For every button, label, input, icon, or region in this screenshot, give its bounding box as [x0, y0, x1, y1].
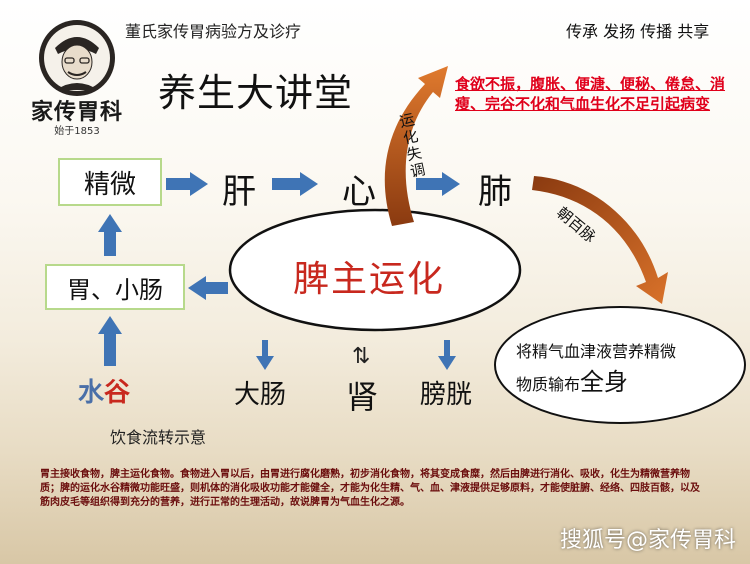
symptoms-text: 食欲不振，腹胀、便溏、便秘、倦怠、消瘦、完谷不化和气血生化不足引起病变 [455, 75, 726, 113]
jingwei-label: 精微 [83, 169, 136, 200]
swoosh-yunhua-shitiao [384, 66, 448, 226]
main-title: 养生大讲堂 [158, 71, 354, 115]
shen-label: 肾 [346, 378, 379, 416]
arrow-down-dachang [256, 340, 274, 370]
slogan: 传承 发扬 传播 共享 [566, 22, 710, 41]
whole-body-emphasis: 全身 [580, 368, 629, 396]
whole-body-line2: 物质输布全身 [516, 362, 628, 397]
logo-portrait-icon [39, 20, 115, 96]
jingwei-box: 精微 [58, 158, 162, 206]
gan-label: 肝 [222, 172, 256, 212]
arrow-pi-to-wei [188, 276, 228, 300]
arrow-jingwei-to-gan [166, 172, 208, 196]
xin-label: 心 [342, 172, 376, 212]
arrow-shuigu-to-wei [98, 316, 122, 366]
arrow-wei-to-jingwei [98, 214, 122, 256]
swoosh-chao-bai-mai [532, 176, 668, 304]
whole-body-ellipse [494, 306, 746, 424]
arrow-down-pangguang [438, 340, 456, 370]
subtitle: 董氏家传胃病验方及诊疗 [125, 22, 302, 41]
dachang-label: 大肠 [234, 380, 287, 410]
diagram-caption: 饮食流转示意 [110, 428, 207, 447]
pizhu-label: 脾主运化 [293, 259, 446, 300]
footer-paragraph: 胃主接收食物，脾主运化食物。食物进入胃以后，由胃进行腐化磨熟，初步消化食物，将其… [40, 469, 700, 508]
shuigu-label: 水谷 [78, 372, 130, 409]
pangguang-label: 膀胱 [420, 380, 473, 410]
pizhu-ellipse [228, 208, 522, 332]
arrow-gan-to-xin [272, 172, 318, 196]
watermark: 搜狐号@家传胃科 [559, 528, 736, 553]
wei-xiaochang-label: 胃、小肠 [67, 275, 163, 304]
shui-char: 水 [78, 378, 105, 408]
fei-label: 肺 [478, 172, 512, 212]
gu-char: 谷 [104, 378, 131, 408]
whole-body-line2-prefix: 物质输布 [516, 375, 581, 394]
logo-since: 始于1853 [54, 126, 100, 137]
up-down-arrow-icon: ⇅ [352, 344, 371, 369]
logo: 家传胃科 始于1853 [18, 18, 136, 137]
whole-body-line1: 将精气血津液营养精微 [516, 342, 677, 361]
arrow-xin-to-fei [416, 172, 460, 196]
wei-xiaochang-box: 胃、小肠 [45, 264, 185, 310]
logo-name: 家传胃科 [30, 100, 123, 125]
